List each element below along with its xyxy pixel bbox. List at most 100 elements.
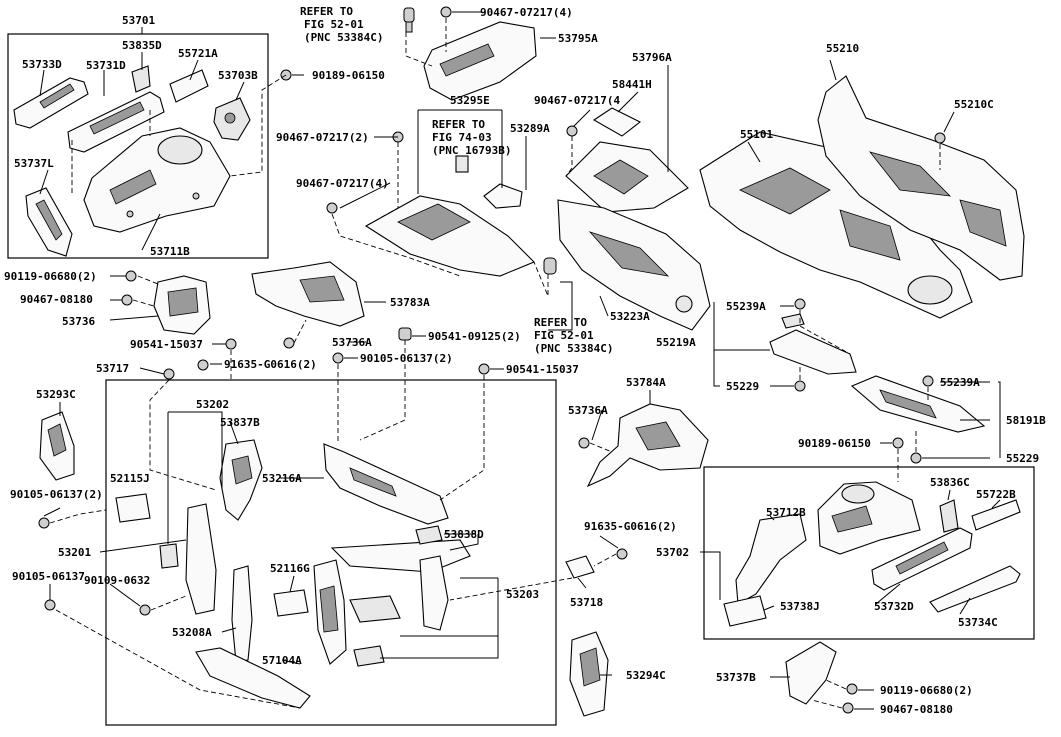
- fastener-bolts: [38, 6, 946, 714]
- assembly-lines: [49, 18, 941, 709]
- part-55722B: [971, 499, 1021, 531]
- label-90105-06137-2-a: 90105-06137(2): [360, 352, 453, 365]
- label-57104A: 57104A: [262, 654, 302, 667]
- label-53836C: 53836C: [930, 476, 970, 489]
- label-55722B: 55722B: [976, 488, 1016, 501]
- label-53289A: 53289A: [510, 122, 550, 135]
- part-58441H: [592, 107, 642, 137]
- part-53289A: [483, 183, 523, 209]
- label-53796A: 53796A: [632, 51, 672, 64]
- label-53736A-a: 53736A: [332, 336, 372, 349]
- part-53711B: [83, 127, 231, 233]
- part-55721A: [169, 69, 209, 103]
- label-53835D: 53835D: [122, 39, 162, 52]
- part-53208A: [231, 565, 253, 663]
- label-fig-52-01-a: FIG 52-01: [304, 18, 364, 31]
- part-53736: [153, 275, 211, 335]
- label-90189-06150-a: 90189-06150: [312, 69, 385, 82]
- label-refer-to-c: REFER TO: [534, 316, 587, 329]
- label-53711B: 53711B: [150, 245, 190, 258]
- part-53702: [817, 481, 921, 555]
- label-55229-b: 55229: [1006, 452, 1039, 465]
- label-53837B: 53837B: [220, 416, 260, 429]
- part-55101: [699, 131, 973, 319]
- label-53734C: 53734C: [958, 616, 998, 629]
- label-90467-08180-b: 90467-08180: [880, 703, 953, 716]
- label-53216A: 53216A: [262, 472, 302, 485]
- label-53736A-b: 53736A: [568, 404, 608, 417]
- label-53703B: 53703B: [218, 69, 258, 82]
- label-pnc-53384c-a: (PNC 53384C): [304, 31, 383, 44]
- label-53783A: 53783A: [390, 296, 430, 309]
- label-53203: 53203: [506, 588, 539, 601]
- label-53733D: 53733D: [22, 58, 62, 71]
- label-refer-to-a: REFER TO: [300, 5, 353, 18]
- label-55239A-b: 55239A: [940, 376, 980, 389]
- label-53718: 53718: [570, 596, 603, 609]
- part-53295E: [364, 155, 535, 277]
- label-53223A: 53223A: [610, 310, 650, 323]
- label-53784A: 53784A: [626, 376, 666, 389]
- part-58191B: [850, 375, 986, 433]
- label-fig-74-03: FIG 74-03: [432, 131, 492, 144]
- part-55210: [817, 75, 1025, 281]
- label-52115J: 52115J: [110, 472, 150, 485]
- part-57104A: [313, 559, 347, 665]
- label-90109-0632: 90109-0632: [84, 574, 150, 587]
- label-90467-07217-4-c: 90467-07217(4: [534, 94, 620, 107]
- label-53294C: 53294C: [626, 669, 666, 682]
- part-53838D: [415, 525, 443, 545]
- part-53737L: [25, 187, 73, 257]
- label-55229-a: 55229: [726, 380, 759, 393]
- part-53294C: [569, 631, 609, 717]
- label-91635-g0616-2-a: 91635-G0616(2): [224, 358, 317, 371]
- label-90105-06137-2-b: 90105-06137(2): [10, 488, 103, 501]
- label-53738J: 53738J: [780, 600, 820, 613]
- label-53202: 53202: [196, 398, 229, 411]
- label-53717: 53717: [96, 362, 129, 375]
- group-box-53701: [7, 33, 269, 259]
- part-53795A: [423, 21, 537, 101]
- part-53703B: [213, 97, 251, 141]
- part-52115J: [115, 493, 151, 523]
- label-53201: 53201: [58, 546, 91, 559]
- label-55219A: 55219A: [656, 336, 696, 349]
- label-90541-09125-2: 90541-09125(2): [428, 330, 521, 343]
- label-90467-07217-2: 90467-07217(2): [276, 131, 369, 144]
- label-55210C: 55210C: [954, 98, 994, 111]
- label-53838D: 53838D: [444, 528, 484, 541]
- part-53203: [330, 539, 471, 667]
- label-fig-52-01-c: FIG 52-01: [534, 329, 594, 342]
- part-53216A: [323, 443, 449, 525]
- label-58191B: 58191B: [1006, 414, 1046, 427]
- leader-lines: [39, 11, 1001, 710]
- part-53733D: [13, 77, 89, 129]
- part-53796A: [565, 141, 689, 213]
- part-53835D: [131, 65, 151, 93]
- label-90119-06680-2-a: 90119-06680(2): [4, 270, 97, 283]
- part-53734C: [929, 565, 1021, 613]
- part-53293C: [39, 411, 75, 481]
- label-53737B: 53737B: [716, 671, 756, 684]
- part-53837B: [219, 439, 263, 521]
- part-53731D: [67, 91, 165, 153]
- label-pnc-16793b: (PNC 16793B): [432, 144, 511, 157]
- label-90467-08180-a: 90467-08180: [20, 293, 93, 306]
- part-53783A: [251, 261, 365, 327]
- group-box-53201: [105, 379, 557, 726]
- part-53732D: [871, 527, 973, 591]
- label-90467-07217-4-top: 90467-07217(4): [480, 6, 573, 19]
- label-53702: 53702: [656, 546, 689, 559]
- part-53784A: [586, 403, 709, 488]
- label-53295E: 53295E: [450, 94, 490, 107]
- label-91635-g0616-2-b: 91635-G0616(2): [584, 520, 677, 533]
- label-90467-07217-4-b: 90467-07217(4): [296, 177, 389, 190]
- label-52116G: 52116G: [270, 562, 310, 575]
- label-refer-to-b: REFER TO: [432, 118, 485, 131]
- label-90541-15037-b: 90541-15037: [506, 363, 579, 376]
- part-53836C: [939, 499, 959, 533]
- label-53731D: 53731D: [86, 59, 126, 72]
- label-53293C: 53293C: [36, 388, 76, 401]
